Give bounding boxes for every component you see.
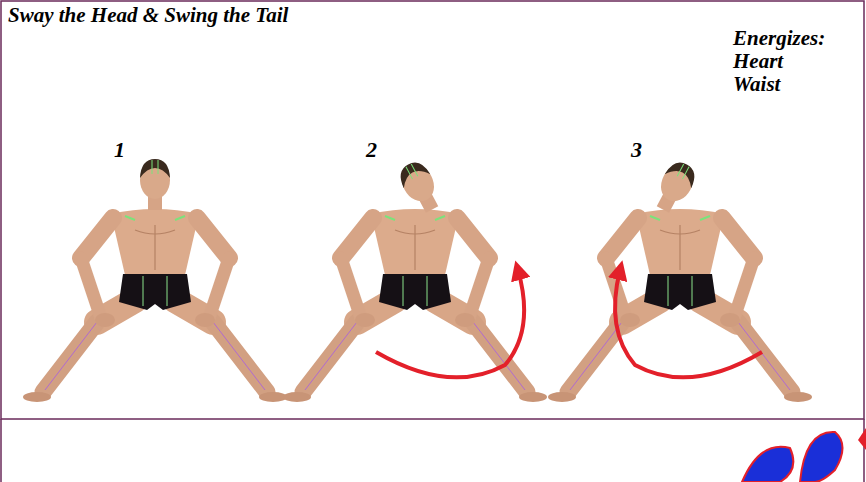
step-number: 3 (631, 138, 642, 161)
step-number: 2 (366, 138, 377, 161)
exercise-title: Sway the Head & Swing the Tail (8, 4, 288, 26)
energizes-heading: Energizes: (733, 27, 825, 49)
energized-organ: Heart (733, 50, 783, 72)
energized-organ: Waist (733, 73, 780, 95)
step-number: 1 (114, 138, 125, 161)
